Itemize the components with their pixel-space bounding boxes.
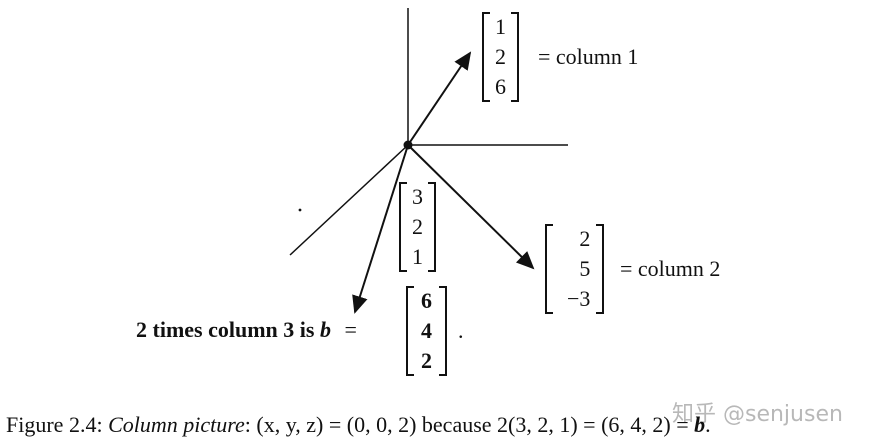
caption-title: Column picture: [108, 412, 245, 437]
right-bracket: [439, 286, 447, 376]
column1-arrow: [407, 51, 472, 146]
b-prefix: 2 times column 3 is b =: [136, 317, 357, 343]
column3-entry: 3: [412, 184, 423, 209]
b-entry: 6: [421, 288, 432, 313]
figure-caption: Figure 2.4: Column picture: (x, y, z) = …: [6, 412, 711, 438]
column1-label: = column 1: [538, 44, 639, 69]
column1-entry: 2: [495, 44, 506, 69]
column1-entry: 6: [495, 74, 506, 99]
right-bracket: [428, 182, 436, 272]
stray-mark: [298, 208, 302, 212]
column2-entry: 5: [579, 256, 591, 281]
b-prefix-text: 2 times column 3 is: [136, 317, 315, 342]
column3-entries: 3 2 1: [407, 182, 428, 272]
caption-figure: Figure 2.4:: [6, 412, 103, 437]
x-axis: [289, 144, 409, 256]
column1-entry: 1: [495, 14, 506, 39]
caption-b: b: [694, 412, 706, 437]
b-entry: 2: [421, 348, 432, 373]
column2-arrow: [407, 144, 535, 270]
column3-vector: 3 2 1: [399, 182, 436, 272]
caption-text: : (x, y, z) = (0, 0, 2) because 2(3, 2, …: [244, 412, 695, 437]
right-bracket: [596, 224, 605, 314]
column2-entry: 2: [579, 226, 591, 251]
column2-entry: −3: [567, 286, 591, 311]
left-bracket: [399, 182, 407, 272]
left-bracket: [406, 286, 414, 376]
b-equals: =: [344, 317, 357, 342]
left-bracket: [482, 12, 490, 102]
left-bracket: [545, 224, 553, 314]
column1-entries: 1 2 6: [490, 12, 511, 102]
column2-entries: 2 5 −3: [553, 224, 596, 314]
b-vector: 6 4 2: [406, 286, 447, 376]
caption-end: .: [705, 412, 711, 437]
watermark: 知乎 @senjusen: [672, 402, 843, 427]
origin-dot: [403, 140, 413, 150]
column3-entry: 1: [412, 244, 423, 269]
column2-vector: 2 5 −3: [545, 224, 605, 314]
b-entries: 6 4 2: [414, 286, 439, 376]
column1-vector: 1 2 6: [482, 12, 519, 102]
right-bracket: [511, 12, 519, 102]
b-symbol: b: [319, 317, 331, 342]
b-suffix: .: [458, 318, 464, 343]
b-entry: 4: [421, 318, 432, 343]
column2-label: = column 2: [620, 256, 721, 281]
b-arrow: [352, 144, 409, 314]
column3-entry: 2: [412, 214, 423, 239]
